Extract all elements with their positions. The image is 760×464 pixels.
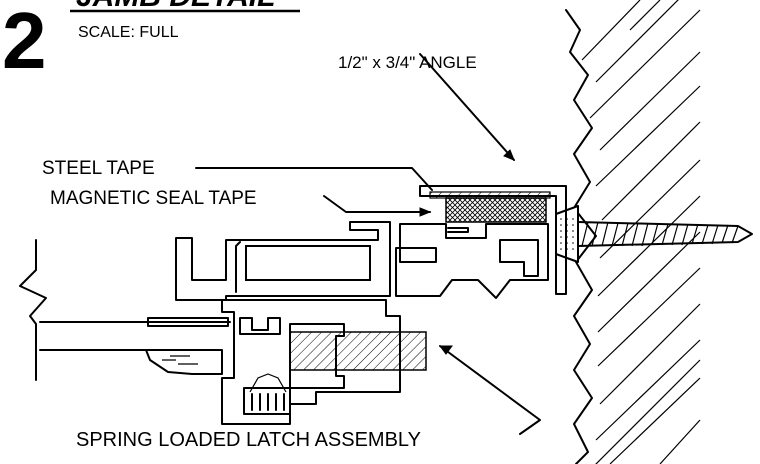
detail-number: 2 <box>2 0 47 85</box>
magnetic-seal-tape <box>445 197 547 223</box>
callout-steel-tape: STEEL TAPE <box>42 158 155 179</box>
screw <box>555 205 753 263</box>
wall-section <box>565 0 701 464</box>
scale-label: SCALE: FULL <box>78 24 179 41</box>
frame-extrusion <box>395 223 549 299</box>
door-leaf <box>19 239 231 381</box>
callout-angle: 1/2" x 3/4" ANGLE <box>338 53 477 72</box>
angle-profile <box>419 185 567 295</box>
steel-tape <box>429 191 551 199</box>
callout-magnetic-seal-tape: MAGNETIC SEAL TAPE <box>50 188 257 209</box>
latch-bolt <box>289 331 427 371</box>
callout-latch-assembly: SPRING LOADED LATCH ASSEMBLY <box>76 429 421 451</box>
leader-lines <box>195 53 541 435</box>
door-stile <box>175 221 391 301</box>
